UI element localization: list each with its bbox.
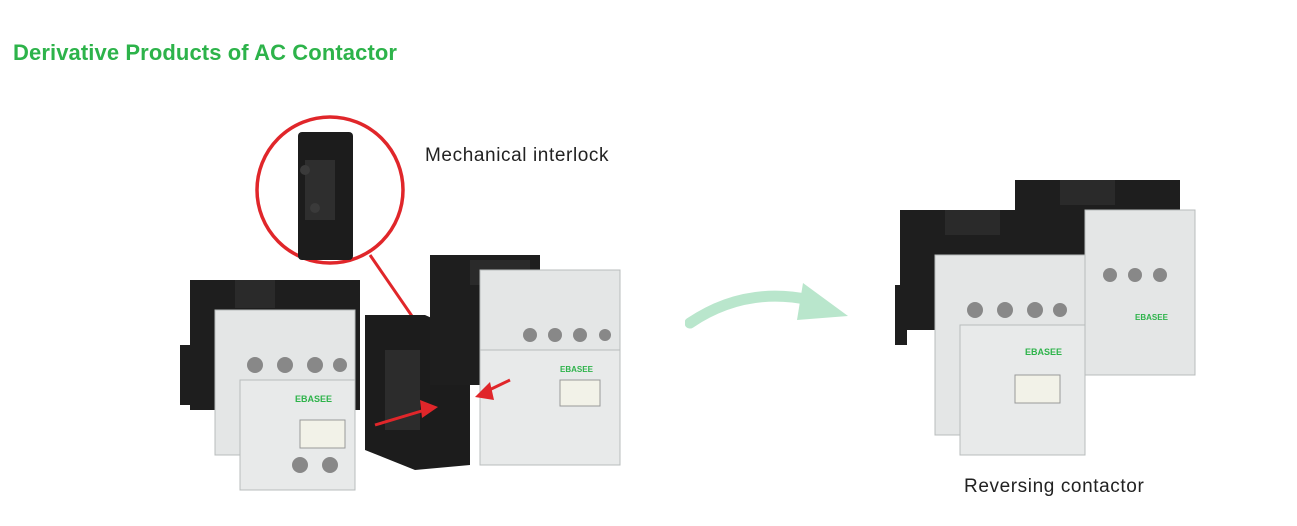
page-title: Derivative Products of AC Contactor	[13, 40, 398, 65]
contactor-right: EBASEE	[430, 255, 621, 466]
contactor-with-interlock-illustration: EBASEE EBASEE	[180, 110, 640, 520]
reversing-contactor-caption: Reversing contactor	[964, 476, 1145, 497]
brand-logo-left: EBASEE	[295, 394, 332, 404]
red-arrow-icon	[374, 378, 511, 427]
reversing-unit-front: EBASEE	[895, 210, 1086, 456]
reversing-contactor-illustration: EBASEE EBASEE	[895, 175, 1200, 460]
curved-arrow-icon	[684, 278, 855, 338]
interlock-callout	[255, 115, 405, 265]
brand-logo-front: EBASEE	[1025, 347, 1062, 357]
mechanical-interlock-caption: Mechanical interlock	[425, 145, 610, 166]
brand-logo-back: EBASEE	[1135, 313, 1169, 322]
brand-logo-right: EBASEE	[560, 365, 594, 374]
contactor-left: EBASEE	[180, 280, 360, 491]
